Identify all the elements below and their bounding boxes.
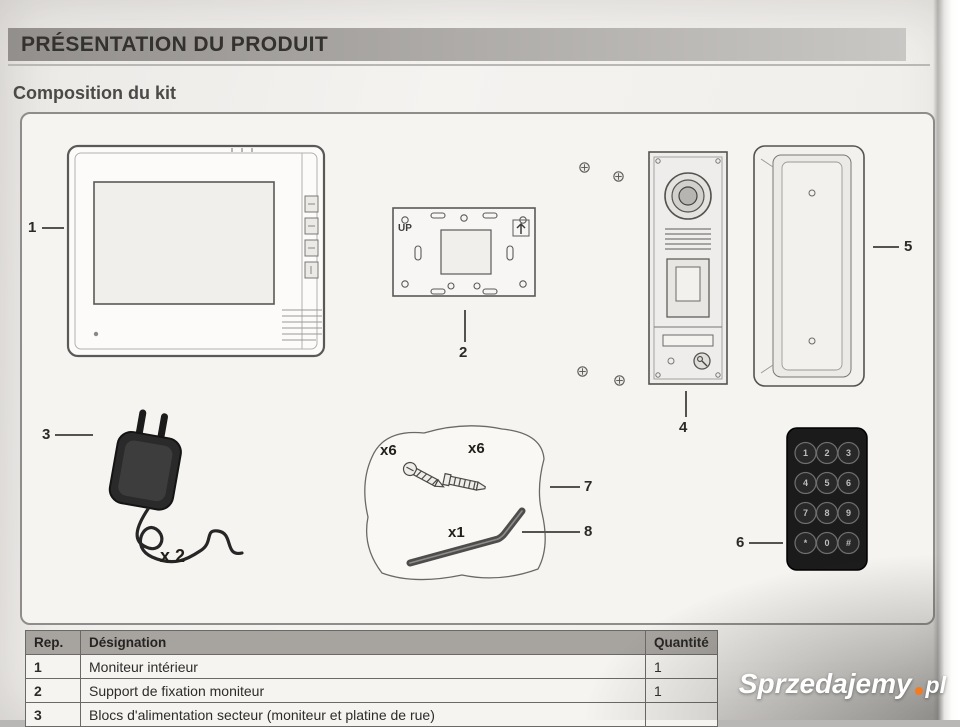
anchor-quantity: x6 <box>468 440 485 457</box>
monitor-drawing <box>64 142 336 364</box>
keypad-key-1: 1 <box>803 448 808 458</box>
cell-rep: 1 <box>26 655 81 679</box>
keypad-drawing: 1 2 3 4 5 6 7 8 9 * 0 # <box>785 426 869 572</box>
allen-quantity: x1 <box>448 524 465 541</box>
callout-8-label: 8 <box>584 523 592 540</box>
watermark-tld: pl <box>926 672 946 699</box>
callout-7-label: 7 <box>584 478 592 495</box>
keypad-key-4: 4 <box>803 478 808 488</box>
callout-6-label: 6 <box>736 534 744 551</box>
callout-4-label: 4 <box>679 419 687 436</box>
header-designation: Désignation <box>81 631 646 655</box>
rain-cover-drawing <box>749 141 871 391</box>
keypad-key-hash: # <box>846 538 851 548</box>
header-rep: Rep. <box>26 631 81 655</box>
callout-6-line <box>749 542 783 544</box>
keypad-key-2: 2 <box>824 448 829 458</box>
callout-3-line <box>55 434 93 436</box>
cell-designation: Blocs d'alimentation secteur (moniteur e… <box>81 703 646 727</box>
kit-subtitle: Composition du kit <box>13 83 176 104</box>
callout-8-line <box>522 531 580 533</box>
keypad-key-9: 9 <box>846 508 851 518</box>
cell-qty: 1 <box>646 679 718 703</box>
callout-1-line <box>42 227 64 229</box>
screw-icon <box>577 160 592 175</box>
cell-qty: 1 <box>646 655 718 679</box>
hardware-cloud-drawing: x6 x6 x1 <box>352 417 552 589</box>
screw-icon <box>611 169 626 184</box>
watermark-logo: Sprzedajemy pl <box>739 668 946 700</box>
kit-diagram: 1 UP 2 <box>20 112 935 625</box>
callout-5-label: 5 <box>904 238 912 255</box>
callout-4-line <box>685 391 687 417</box>
cell-designation: Support de fixation moniteur <box>81 679 646 703</box>
parts-table: Rep. Désignation Quantité 1 Moniteur int… <box>25 630 718 727</box>
door-station-drawing <box>639 149 739 389</box>
watermark-name: Sprzedajemy <box>739 668 912 700</box>
table-row: 1 Moniteur intérieur 1 <box>26 655 718 679</box>
header-divider <box>8 64 930 66</box>
callout-2-label: 2 <box>459 344 467 361</box>
section-header: PRÉSENTATION DU PRODUIT <box>8 28 906 61</box>
keypad-key-star: * <box>804 538 808 548</box>
section-title: PRÉSENTATION DU PRODUIT <box>21 33 328 57</box>
cell-qty <box>646 703 718 727</box>
screw-icon <box>575 364 590 379</box>
callout-7-line <box>550 486 580 488</box>
callout-5-line <box>873 246 899 248</box>
screw-quantity: x6 <box>380 442 397 459</box>
cell-rep: 3 <box>26 703 81 727</box>
screw-icon <box>612 373 627 388</box>
keypad-key-3: 3 <box>846 448 851 458</box>
bracket-up-label: UP <box>398 223 412 234</box>
table-row: 2 Support de fixation moniteur 1 <box>26 679 718 703</box>
cell-designation: Moniteur intérieur <box>81 655 646 679</box>
watermark-dot-icon <box>915 687 923 695</box>
keypad-key-6: 6 <box>846 478 851 488</box>
bracket-drawing: UP <box>385 196 543 308</box>
page-edge <box>933 0 960 720</box>
table-header-row: Rep. Désignation Quantité <box>26 631 718 655</box>
callout-3-label: 3 <box>42 426 50 443</box>
keypad-key-0: 0 <box>824 538 829 548</box>
keypad-key-7: 7 <box>803 508 808 518</box>
table-row: 3 Blocs d'alimentation secteur (moniteur… <box>26 703 718 727</box>
header-qty: Quantité <box>646 631 718 655</box>
keypad-key-8: 8 <box>824 508 829 518</box>
keypad-key-5: 5 <box>824 478 829 488</box>
callout-1-label: 1 <box>28 219 36 236</box>
adapter-quantity: x 2 <box>160 546 185 567</box>
cell-rep: 2 <box>26 679 81 703</box>
callout-2-line <box>464 310 466 342</box>
